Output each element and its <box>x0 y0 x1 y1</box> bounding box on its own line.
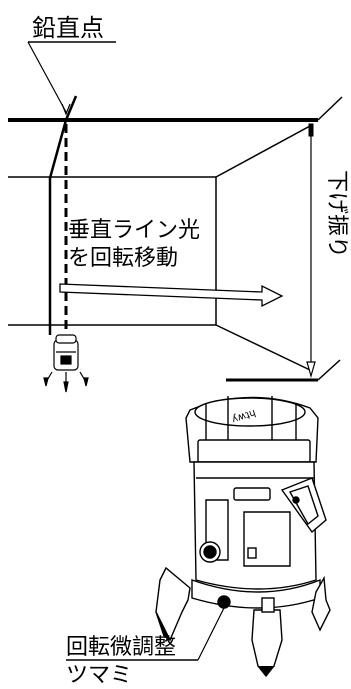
fine-adjust-knob <box>217 595 231 609</box>
room-outline <box>8 96 343 382</box>
move-arrow-icon <box>59 283 284 308</box>
label-beam-line2: を回転移動 <box>68 246 178 271</box>
label-hanging-bob: 下げ振り <box>324 170 349 258</box>
small-laser-icon <box>43 334 89 393</box>
label-hanging-bob-text: 下げ振り <box>324 170 349 258</box>
label-fine-adjust-line1: 回転微調整 <box>66 635 176 660</box>
laser-instrument-illustration: ʎʍʇɥ <box>155 396 331 678</box>
vertical-laser-line <box>48 95 78 335</box>
plumb-bob-icon <box>306 123 316 379</box>
tripod-leg-front <box>251 609 283 675</box>
tripod-leg-right <box>311 575 331 632</box>
label-fine-adjust-line2: ツマミ <box>66 663 132 688</box>
label-beam-line1: 垂直ライン光 <box>68 218 200 243</box>
label-plumb-point: 鉛直点 <box>32 14 104 42</box>
